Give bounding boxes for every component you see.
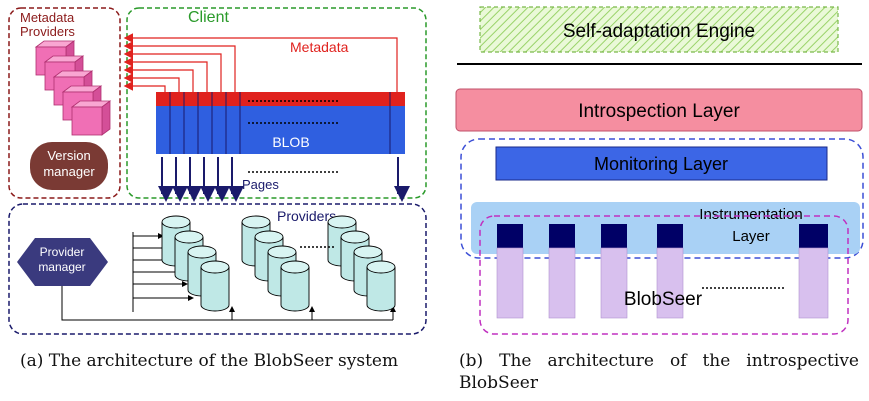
metadata-providers-box	[8, 7, 121, 199]
metadata-provider-cubes	[34, 40, 112, 136]
provider-cylinder	[280, 260, 310, 312]
metadata-provider-cube	[70, 100, 112, 136]
blobseer-nodes	[496, 224, 829, 319]
caption-a: (a) The architecture of the BlobSeer sys…	[20, 351, 399, 371]
monitoring-layer	[495, 146, 828, 181]
metadata-arrows	[123, 33, 398, 92]
introspection-layer	[455, 88, 863, 132]
provider-connectors	[61, 286, 396, 321]
provider-cylinders	[161, 215, 396, 312]
self-adaptation-label: Self-adaptation Engine	[563, 21, 755, 42]
blobseer-label: BlobSeer	[624, 289, 703, 310]
self-adaptation-engine	[479, 6, 839, 53]
metadata-label: Metadata	[290, 39, 349, 55]
monitoring-region	[460, 138, 864, 259]
provider-cylinder	[366, 260, 396, 312]
blobseer-node	[548, 224, 576, 319]
blobseer-node	[496, 224, 524, 319]
blobseer-region	[479, 215, 849, 335]
page-arrows	[158, 157, 410, 202]
pages-label: Pages	[242, 177, 279, 192]
introspection-label: Introspection Layer	[578, 101, 740, 122]
provider-cylinder	[200, 260, 230, 312]
blobseer-node	[656, 224, 684, 319]
diagram-b: Self-adaptation Engine Introspection Lay…	[455, 6, 864, 335]
monitoring-label: Monitoring Layer	[594, 154, 728, 174]
blob-page-dividers	[169, 92, 391, 154]
providers-label: Providers	[277, 208, 336, 224]
caption-b: (b) The architecture of the introspectiv…	[459, 351, 859, 393]
providers-box	[8, 203, 427, 335]
client-box	[126, 7, 427, 199]
client-label: Client	[188, 9, 229, 26]
blob-label: BLOB	[272, 134, 309, 150]
blobseer-node	[600, 224, 628, 319]
metadata-strip	[156, 92, 405, 106]
blobseer-node	[798, 224, 829, 319]
